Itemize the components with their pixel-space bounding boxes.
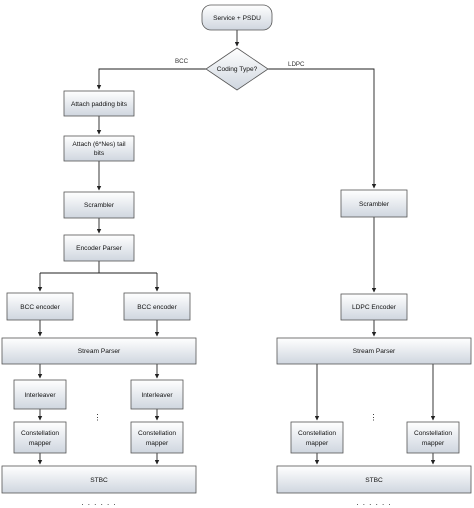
node-service-psdu-label: Service + PSDU xyxy=(213,15,261,22)
node-const-mapper-bcc-2 xyxy=(130,421,184,454)
node-stream-parser-ldpc-label: Stream Parser xyxy=(353,348,396,355)
node-coding-type-label: Coding Type? xyxy=(217,66,258,73)
node-interleaver-2 xyxy=(130,379,184,410)
node-stream-parser-bcc-label: Stream Parser xyxy=(78,348,121,355)
node-stream-parser-ldpc xyxy=(276,337,472,365)
node-stbc-bcc-label: STBC xyxy=(90,477,108,484)
node-stbc-bcc xyxy=(1,465,197,494)
node-interleaver-1 xyxy=(13,379,67,410)
node-const-mapper-bcc-1-label-2: mapper xyxy=(29,440,52,447)
edge-parser-split xyxy=(40,261,157,274)
node-scrambler-ldpc xyxy=(340,189,408,218)
node-const-mapper-bcc-2-label-1: Constellation xyxy=(138,430,176,437)
node-const-mapper-ldpc-1 xyxy=(290,421,344,454)
ellipsis-vertical-bcc: ⋮ xyxy=(94,413,103,422)
node-interleaver-2-label: Interleaver xyxy=(141,392,173,399)
node-const-mapper-ldpc-1-label-1: Constellation xyxy=(298,430,336,437)
node-const-mapper-ldpc-2-label-2: mapper xyxy=(422,440,445,447)
node-stbc-ldpc xyxy=(276,465,472,494)
node-const-mapper-ldpc-2 xyxy=(406,421,460,454)
node-coding-type-decision xyxy=(205,47,269,91)
node-attach-padding xyxy=(63,90,135,117)
node-bcc-encoder-2-label: BCC encoder xyxy=(137,304,177,311)
node-const-mapper-bcc-2-label-2: mapper xyxy=(146,440,169,447)
node-attach-padding-label: Attach padding bits xyxy=(71,101,128,108)
node-encoder-parser-label: Encoder Parser xyxy=(76,245,123,252)
ellipsis-horizontal-ldpc: . . . . . . xyxy=(356,498,391,507)
node-attach-tail-label-2: bits xyxy=(94,150,105,157)
edge-label-bcc: BCC xyxy=(175,58,189,65)
node-const-mapper-bcc-1-label-1: Constellation xyxy=(21,430,59,437)
node-attach-tail-label-1: Attach (6*Nes) tail xyxy=(72,141,126,148)
node-scrambler-ldpc-label: Scrambler xyxy=(359,201,390,208)
node-const-mapper-bcc-1 xyxy=(13,421,67,454)
node-interleaver-1-label: Interleaver xyxy=(24,392,56,399)
node-bcc-encoder-1 xyxy=(6,292,74,321)
node-encoder-parser xyxy=(63,234,135,262)
edge-label-ldpc: LDPC xyxy=(288,61,305,68)
node-scrambler-bcc-label: Scrambler xyxy=(84,202,115,209)
node-bcc-encoder-1-label: BCC encoder xyxy=(20,304,60,311)
ellipsis-vertical-ldpc: ⋮ xyxy=(370,413,379,422)
node-attach-tail xyxy=(63,135,135,162)
ellipsis-horizontal-bcc: . . . . . . xyxy=(81,498,116,507)
node-const-mapper-ldpc-1-label-2: mapper xyxy=(306,440,329,447)
edge-decision-to-bcc xyxy=(96,68,206,90)
edge-decision-to-ldpc xyxy=(268,68,377,189)
node-stream-parser-bcc xyxy=(1,337,197,365)
edges xyxy=(37,30,436,465)
node-stbc-ldpc-label: STBC xyxy=(365,477,383,484)
node-ldpc-encoder-label: LDPC Encoder xyxy=(352,304,397,311)
node-scrambler-bcc xyxy=(63,191,135,219)
node-ldpc-encoder xyxy=(340,293,408,321)
node-const-mapper-ldpc-2-label-1: Constellation xyxy=(414,430,452,437)
node-bcc-encoder-2 xyxy=(123,292,191,321)
node-service-psdu xyxy=(201,4,273,31)
